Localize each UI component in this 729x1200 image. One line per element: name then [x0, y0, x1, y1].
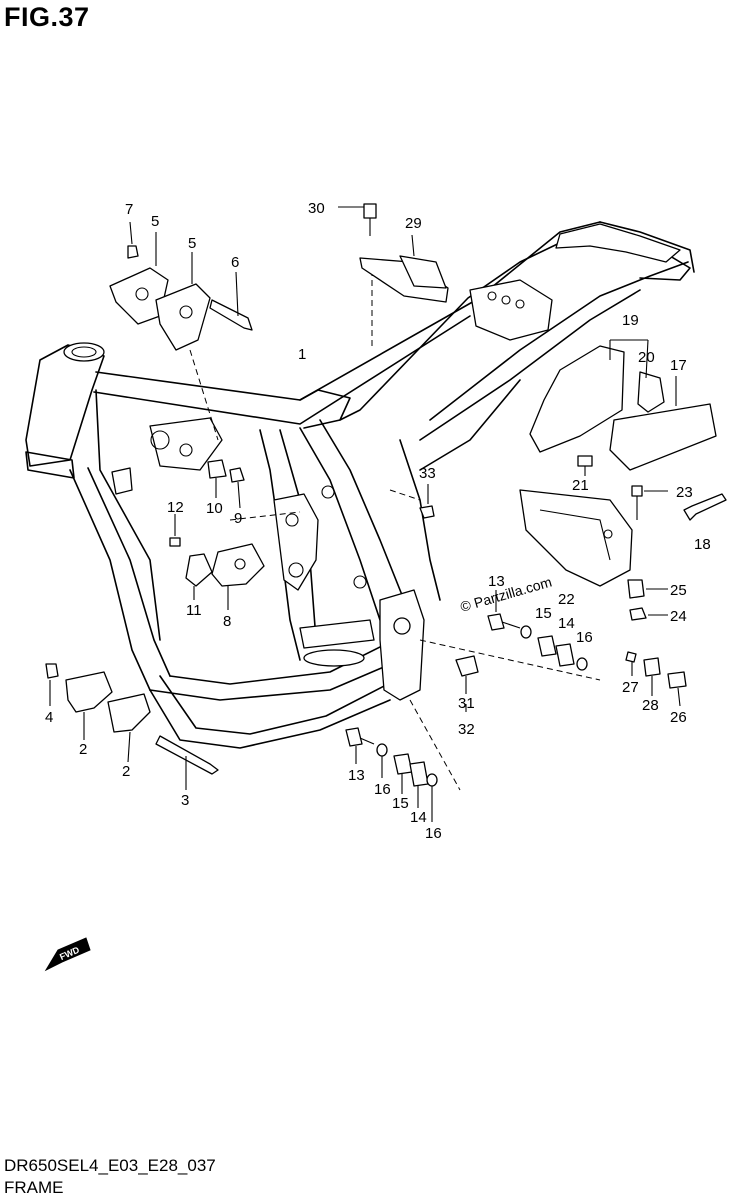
callout-24: 24	[670, 608, 687, 625]
callout-12: 12	[167, 499, 184, 516]
figure-title: FIG.37	[4, 2, 90, 32]
callout-19: 19	[622, 312, 639, 329]
callout-16: 16	[425, 825, 442, 842]
part-13-16-lower-pivot-hardware	[345, 727, 438, 822]
part-26-28-rear-hardware	[625, 651, 687, 707]
callout-15: 15	[535, 605, 552, 622]
callout-10: 10	[206, 500, 223, 517]
callout-20: 20	[638, 349, 655, 366]
fwd-arrow-icon: FWD	[44, 937, 91, 972]
callout-9: 9	[234, 510, 242, 527]
part-19-20-17-rear-pieces	[529, 339, 717, 471]
callout-27: 27	[622, 679, 639, 696]
callout-28: 28	[642, 697, 659, 714]
callout-2: 2	[122, 763, 130, 780]
callout-22: 22	[558, 591, 575, 608]
callout-5: 5	[151, 213, 159, 230]
steering-head-tube	[25, 342, 105, 479]
callout-14: 14	[558, 615, 575, 632]
part-33-cap	[419, 484, 435, 519]
callout-4: 4	[45, 709, 53, 726]
callout-31: 31	[458, 695, 475, 712]
model-code: DR650SEL4_E03_E28_037	[4, 1156, 216, 1175]
callout-8: 8	[223, 613, 231, 630]
callout-17: 17	[670, 357, 687, 374]
part-2-3-4-lower-brackets	[45, 663, 219, 790]
callout-18: 18	[694, 536, 711, 553]
part-21-bolt	[577, 455, 593, 476]
part-22-cover	[519, 485, 727, 621]
callout-5: 5	[188, 235, 196, 252]
callout-13: 13	[348, 767, 365, 784]
callout-2: 2	[79, 741, 87, 758]
section-name: FRAME	[4, 1178, 64, 1197]
callout-16: 16	[374, 781, 391, 798]
frame-drawing	[25, 221, 695, 791]
callout-11: 11	[186, 602, 202, 619]
callout-3: 3	[181, 792, 189, 809]
part-29-bracket	[338, 203, 449, 303]
part-5-engine-mount-brackets	[109, 221, 253, 351]
part-8-to-12-mount-hardware	[169, 459, 265, 610]
callout-16: 16	[576, 629, 593, 646]
callout-13: 13	[488, 573, 505, 590]
callout-25: 25	[670, 582, 687, 599]
callout-32: 32	[458, 721, 475, 738]
callout-21: 21	[572, 477, 589, 494]
callout-15: 15	[392, 795, 409, 812]
callout-14: 14	[410, 809, 427, 826]
fwd-label: FWD	[58, 944, 81, 962]
callout-1: 1	[298, 346, 306, 363]
callout-6: 6	[231, 254, 239, 271]
callout-29: 29	[405, 215, 422, 232]
part-13-16-upper-pivot-hardware	[487, 590, 588, 671]
callout-26: 26	[670, 709, 687, 726]
callout-23: 23	[676, 484, 693, 501]
callout-labels: 30 29 7 5 5 6 1 19 20 17 21 23 18 33 10 …	[45, 200, 711, 842]
callout-33: 33	[419, 465, 436, 482]
part-31-cap	[455, 655, 479, 712]
callout-30: 30	[308, 200, 325, 217]
callout-7: 7	[125, 201, 133, 218]
